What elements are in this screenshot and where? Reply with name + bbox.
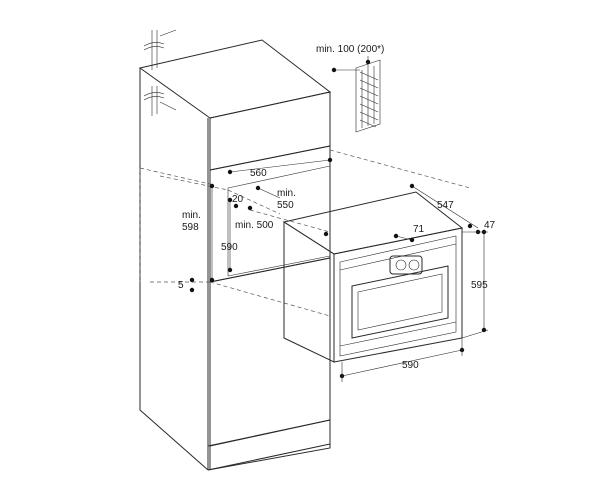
label-560: 560 (250, 168, 267, 179)
dim-dot (467, 223, 473, 229)
dim-560-line (229, 159, 331, 173)
dim-dot (209, 277, 215, 283)
label-595: 595 (471, 280, 488, 291)
oven-side-face (283, 221, 335, 363)
hidden-line (329, 149, 471, 189)
dim-590-line (341, 349, 463, 377)
break-mark (143, 46, 165, 51)
niche-inner-bottom (227, 255, 331, 277)
oven-window (351, 265, 449, 339)
hidden-line (227, 189, 281, 215)
oven-door (339, 235, 457, 357)
break-mark (143, 96, 165, 101)
wall-break-symbols (143, 29, 177, 116)
vent-hatch (359, 95, 379, 105)
vent-hatch (359, 103, 379, 113)
oven-front-frame (333, 227, 463, 363)
dim-dot (331, 67, 337, 73)
label-min550-b: 550 (277, 200, 294, 211)
break-mark (143, 42, 165, 47)
cabinet-side-face (139, 68, 209, 471)
break-mark (143, 92, 165, 97)
vent-hatch (359, 71, 379, 81)
oven-window-inner (357, 273, 443, 331)
dim-dot (409, 237, 415, 243)
label-5: 5 (178, 280, 184, 291)
plinth-bottom (207, 443, 331, 471)
niche-inner-top (227, 165, 331, 189)
dim-dot (327, 157, 333, 163)
label-min598-a: min. (182, 210, 201, 221)
door-top-rail (339, 243, 457, 271)
ventilation-area (331, 56, 381, 133)
dim-dot (233, 203, 239, 209)
dimension-labels: min. 100 (200*) 560 min. 550 20 min. 598… (178, 44, 496, 371)
label-min598-b: 598 (182, 222, 199, 233)
label-20: 20 (232, 194, 244, 205)
dim-dot (255, 185, 261, 191)
dim-dot (227, 267, 233, 273)
dim-dot (409, 183, 415, 189)
label-71: 71 (413, 224, 425, 235)
hidden-line (209, 281, 331, 317)
vent-hatch (359, 79, 379, 89)
dim-dot (393, 233, 399, 239)
vent-hatch (359, 111, 379, 121)
dim-dot (189, 277, 195, 283)
wall-line (159, 101, 177, 111)
control-knob (408, 259, 420, 271)
dim-dot (247, 205, 253, 211)
vent-hatch (359, 87, 379, 97)
oven-top-face (282, 191, 464, 255)
oven-appliance (282, 191, 464, 363)
hidden-lines (139, 149, 471, 317)
dim-dot (323, 231, 329, 237)
dim-71-line (395, 235, 413, 241)
label-min500: min. 500 (235, 220, 274, 231)
door-bottom-rail (339, 321, 457, 347)
dim-dot (227, 197, 233, 203)
label-590-inner: 590 (221, 242, 238, 253)
dim-dot (227, 169, 233, 175)
dim-dot (189, 287, 195, 293)
label-min550-a: min. (277, 188, 296, 199)
label-vent: min. 100 (200*) (316, 44, 384, 55)
wall-line (159, 29, 177, 37)
label-547: 547 (437, 200, 454, 211)
dimension-lines (189, 157, 489, 382)
lower-door (209, 257, 331, 447)
label-590: 590 (402, 360, 419, 371)
ext-line (461, 329, 489, 339)
label-47: 47 (484, 220, 496, 231)
ventilation-panel (355, 59, 381, 133)
hidden-line (159, 175, 229, 191)
tall-cabinet (138, 39, 332, 471)
dim-550-line (257, 187, 281, 199)
control-knob (395, 259, 407, 271)
control-panel (389, 255, 423, 275)
dim-dot (209, 183, 215, 189)
dim-547-line (411, 185, 479, 229)
hidden-line (139, 167, 211, 185)
cabinet-plinth (207, 419, 331, 471)
